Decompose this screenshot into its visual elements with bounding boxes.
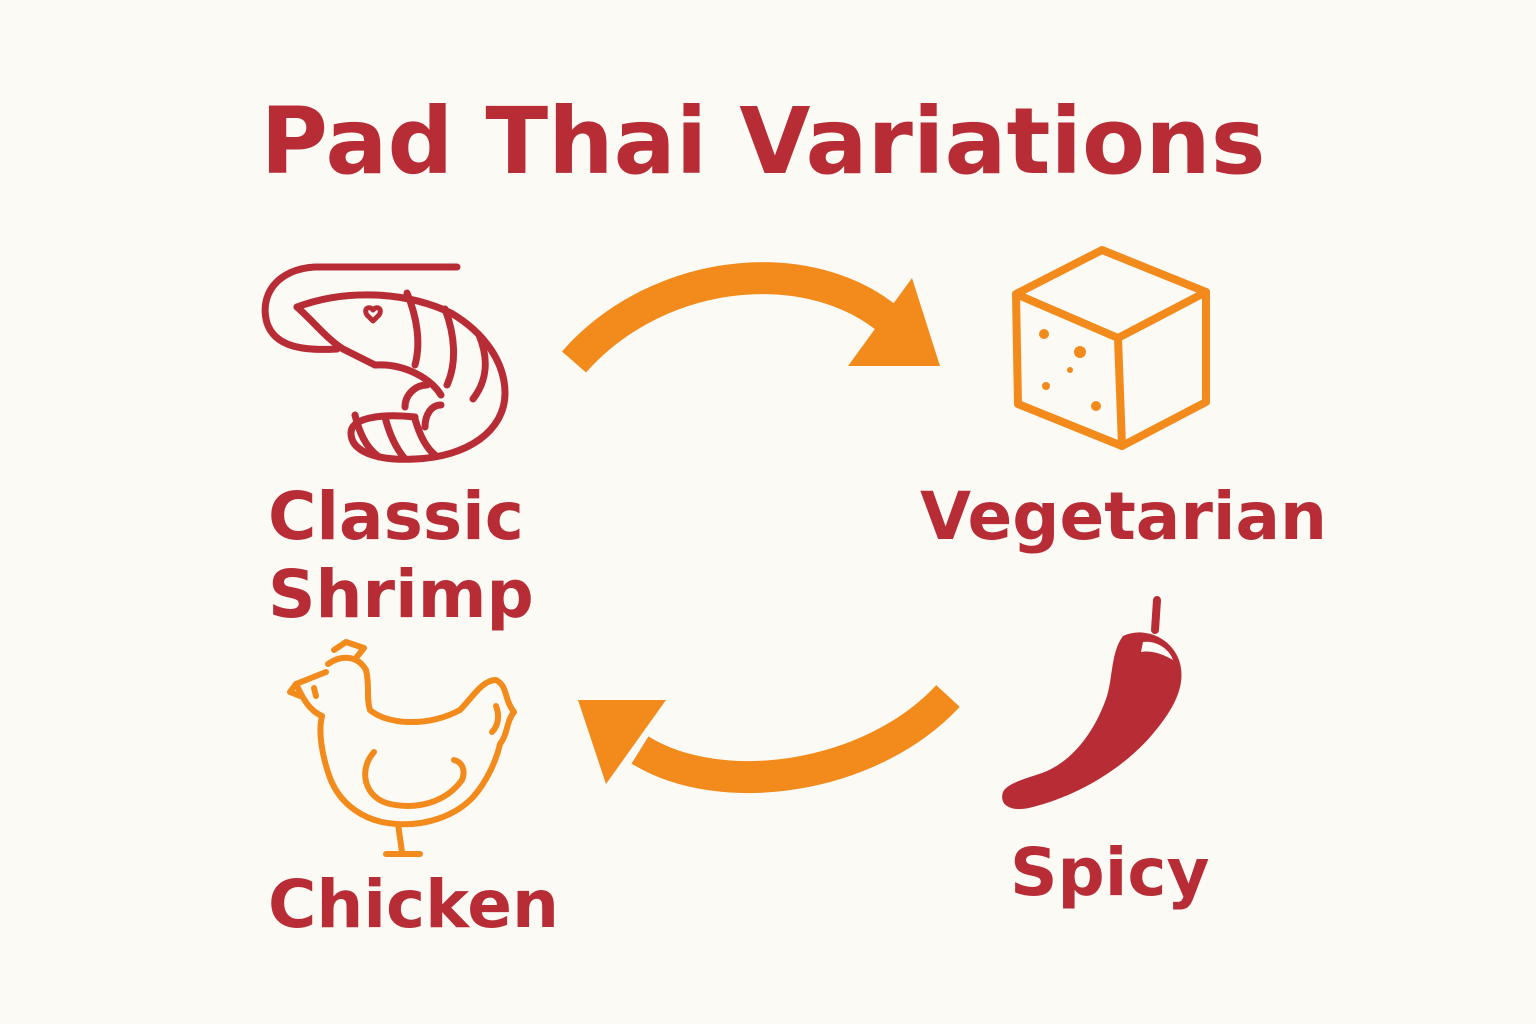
label-classic-shrimp-line1: Classic bbox=[268, 478, 524, 555]
label-vegetarian: Vegetarian bbox=[920, 478, 1328, 555]
diagram-title: Pad Thai Variations bbox=[260, 88, 1266, 195]
shrimp-icon bbox=[261, 263, 509, 463]
arrow-left-curved bbox=[578, 684, 960, 794]
label-chicken: Chicken bbox=[268, 866, 560, 943]
label-spicy: Spicy bbox=[1010, 834, 1210, 911]
label-classic-shrimp: Classic Shrimp bbox=[268, 478, 534, 634]
label-classic-shrimp-line2: Shrimp bbox=[268, 556, 534, 633]
tofu-icon bbox=[1012, 246, 1210, 450]
arrow-right-curved bbox=[561, 262, 940, 373]
chicken-icon bbox=[287, 639, 517, 857]
chili-pepper-icon bbox=[1002, 596, 1182, 810]
